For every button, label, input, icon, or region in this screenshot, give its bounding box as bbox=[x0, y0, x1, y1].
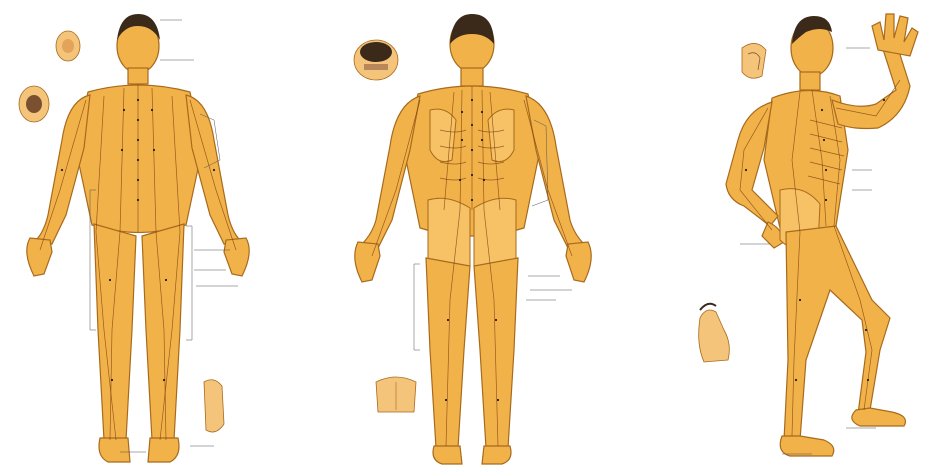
front-inset-foot-sole bbox=[204, 380, 224, 432]
back-inset-sacrum bbox=[376, 377, 416, 412]
front-inset-head-top bbox=[56, 31, 80, 61]
side-inset-ear bbox=[742, 43, 766, 78]
front-inset-face bbox=[19, 86, 49, 122]
back-inset-head bbox=[354, 40, 398, 80]
side-inset-armpit bbox=[699, 304, 730, 362]
side-view-figure bbox=[726, 14, 918, 456]
